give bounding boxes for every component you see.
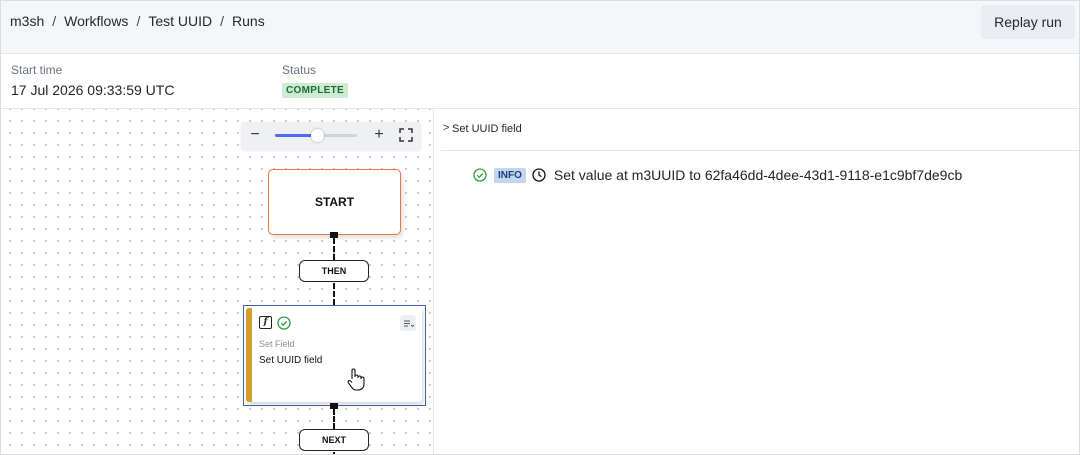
then-pill[interactable]: THEN <box>299 260 369 282</box>
breadcrumb-workflow-name[interactable]: Test UUID <box>148 13 213 29</box>
connector-line <box>333 238 335 260</box>
replay-run-button[interactable]: Replay run <box>981 5 1075 39</box>
function-icon: f <box>259 316 272 329</box>
chevron-right-icon[interactable]: > <box>443 122 450 134</box>
fullscreen-icon[interactable] <box>399 128 413 142</box>
clock-icon <box>532 168 546 182</box>
log-entry: INFO Set value at m3UUID to 62fa46dd-4de… <box>473 165 962 185</box>
step-accent-bar <box>246 308 252 402</box>
status-badge: COMPLETE <box>282 83 348 98</box>
start-time-section: Start time 17 Jul 2026 09:33:59 UTC <box>11 63 174 98</box>
connector-line <box>333 283 335 305</box>
breadcrumb-org[interactable]: m3sh <box>10 13 45 29</box>
run-log-panel: > Set UUID field INFO Set value at m3UUI… <box>435 109 1079 454</box>
step-title: Set UUID field <box>259 355 323 366</box>
start-output-port[interactable] <box>330 232 338 238</box>
start-node[interactable]: START <box>268 169 401 235</box>
start-time-label: Start time <box>11 63 63 77</box>
log-level-badge: INFO <box>494 167 526 183</box>
log-message: Set value at m3UUID to 62fa46dd-4dee-43d… <box>553 167 963 183</box>
zoom-slider-thumb[interactable] <box>311 129 325 142</box>
hand-pointer-icon <box>347 368 365 391</box>
connector-line <box>333 452 335 454</box>
list-icon <box>404 320 415 328</box>
top-header: m3sh / Workflows / Test UUID / Runs Repl… <box>1 1 1079 54</box>
step-menu-button[interactable] <box>400 315 416 331</box>
breadcrumb-separator: / <box>220 13 225 29</box>
status-label: Status <box>282 63 317 77</box>
step-type-label: Set Field <box>259 339 295 349</box>
breadcrumb-workflows[interactable]: Workflows <box>64 13 129 29</box>
zoom-slider[interactable] <box>275 129 357 142</box>
workflow-canvas[interactable]: − + START THEN f <box>1 109 434 454</box>
breadcrumb: m3sh / Workflows / Test UUID / Runs <box>10 13 265 29</box>
breadcrumb-runs[interactable]: Runs <box>232 13 265 29</box>
check-circle-icon <box>277 316 291 330</box>
connector-line <box>333 409 335 429</box>
next-pill[interactable]: NEXT <box>299 429 369 451</box>
set-field-step-node[interactable]: f Set Field Set UUID field <box>243 305 426 406</box>
zoom-out-button[interactable]: − <box>250 126 260 143</box>
start-time-value: 17 Jul 2026 09:33:59 UTC <box>11 82 175 98</box>
step-output-port[interactable] <box>330 403 338 409</box>
zoom-slider-fill <box>275 134 318 137</box>
log-step-title: Set UUID field <box>452 123 522 135</box>
log-step-header[interactable]: > Set UUID field <box>441 109 1079 151</box>
zoom-in-button[interactable]: + <box>374 126 384 143</box>
zoom-controls: − + <box>241 122 421 150</box>
breadcrumb-separator: / <box>52 13 57 29</box>
step-card: f Set Field Set UUID field <box>246 308 422 402</box>
check-circle-icon <box>473 168 487 182</box>
breadcrumb-separator: / <box>136 13 141 29</box>
status-section: Status COMPLETE <box>282 63 348 98</box>
run-meta: Start time 17 Jul 2026 09:33:59 UTC Stat… <box>1 54 1079 109</box>
